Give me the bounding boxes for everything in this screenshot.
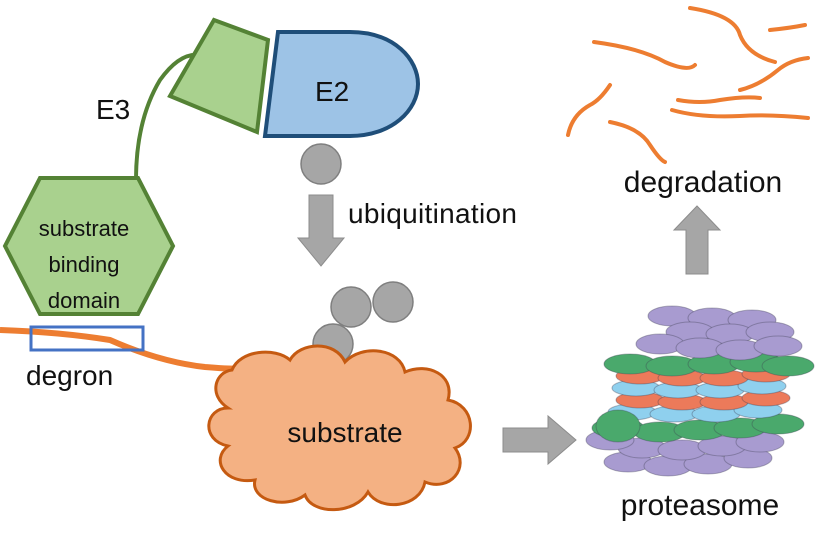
fragment xyxy=(688,6,777,64)
substrate-binding-domain-hexagon xyxy=(2,176,176,316)
degradation-label: degradation xyxy=(623,166,783,199)
fragment xyxy=(566,83,612,137)
degraded-peptide-fragments xyxy=(566,6,810,164)
proteasome-subunit xyxy=(753,335,803,357)
proteasome-label: proteasome xyxy=(620,489,780,522)
e3-linker xyxy=(134,52,201,181)
ubiquitin-chain-3 xyxy=(372,281,414,323)
fragment xyxy=(768,23,807,32)
fragment xyxy=(670,108,810,120)
e2-enzyme-shape xyxy=(262,30,421,138)
ubiquitination-arrow xyxy=(296,194,346,267)
proteasome-arrow xyxy=(502,414,577,466)
degradation-arrow xyxy=(672,205,722,275)
fragment xyxy=(592,40,697,70)
substrate-binding-domain-label: substrate binding domain xyxy=(39,211,130,319)
substrate-cloud xyxy=(207,344,472,512)
degron-label: degron xyxy=(26,360,114,391)
e3-label: E3 xyxy=(96,94,131,125)
fragment xyxy=(738,56,810,92)
fragment xyxy=(676,95,762,104)
sbd-line-2: binding xyxy=(48,252,120,277)
ubiquitin-chain-2 xyxy=(330,286,372,328)
sbd-line-1: substrate xyxy=(38,216,130,241)
e2-label: E2 xyxy=(315,76,350,107)
proteasome-complex xyxy=(585,305,815,477)
sbd-line-3: domain xyxy=(47,288,121,313)
proteasome-subunit xyxy=(595,409,641,443)
ubiquitin-on-e2 xyxy=(300,143,342,185)
substrate-chain xyxy=(0,327,256,372)
substrate-label: substrate xyxy=(287,417,403,448)
e3-ligase-shape xyxy=(167,17,271,135)
proteasome-subunit xyxy=(761,355,815,377)
ubiquitination-label: ubiquitination xyxy=(348,198,518,229)
fragment xyxy=(608,120,667,164)
degron-box xyxy=(29,325,145,352)
